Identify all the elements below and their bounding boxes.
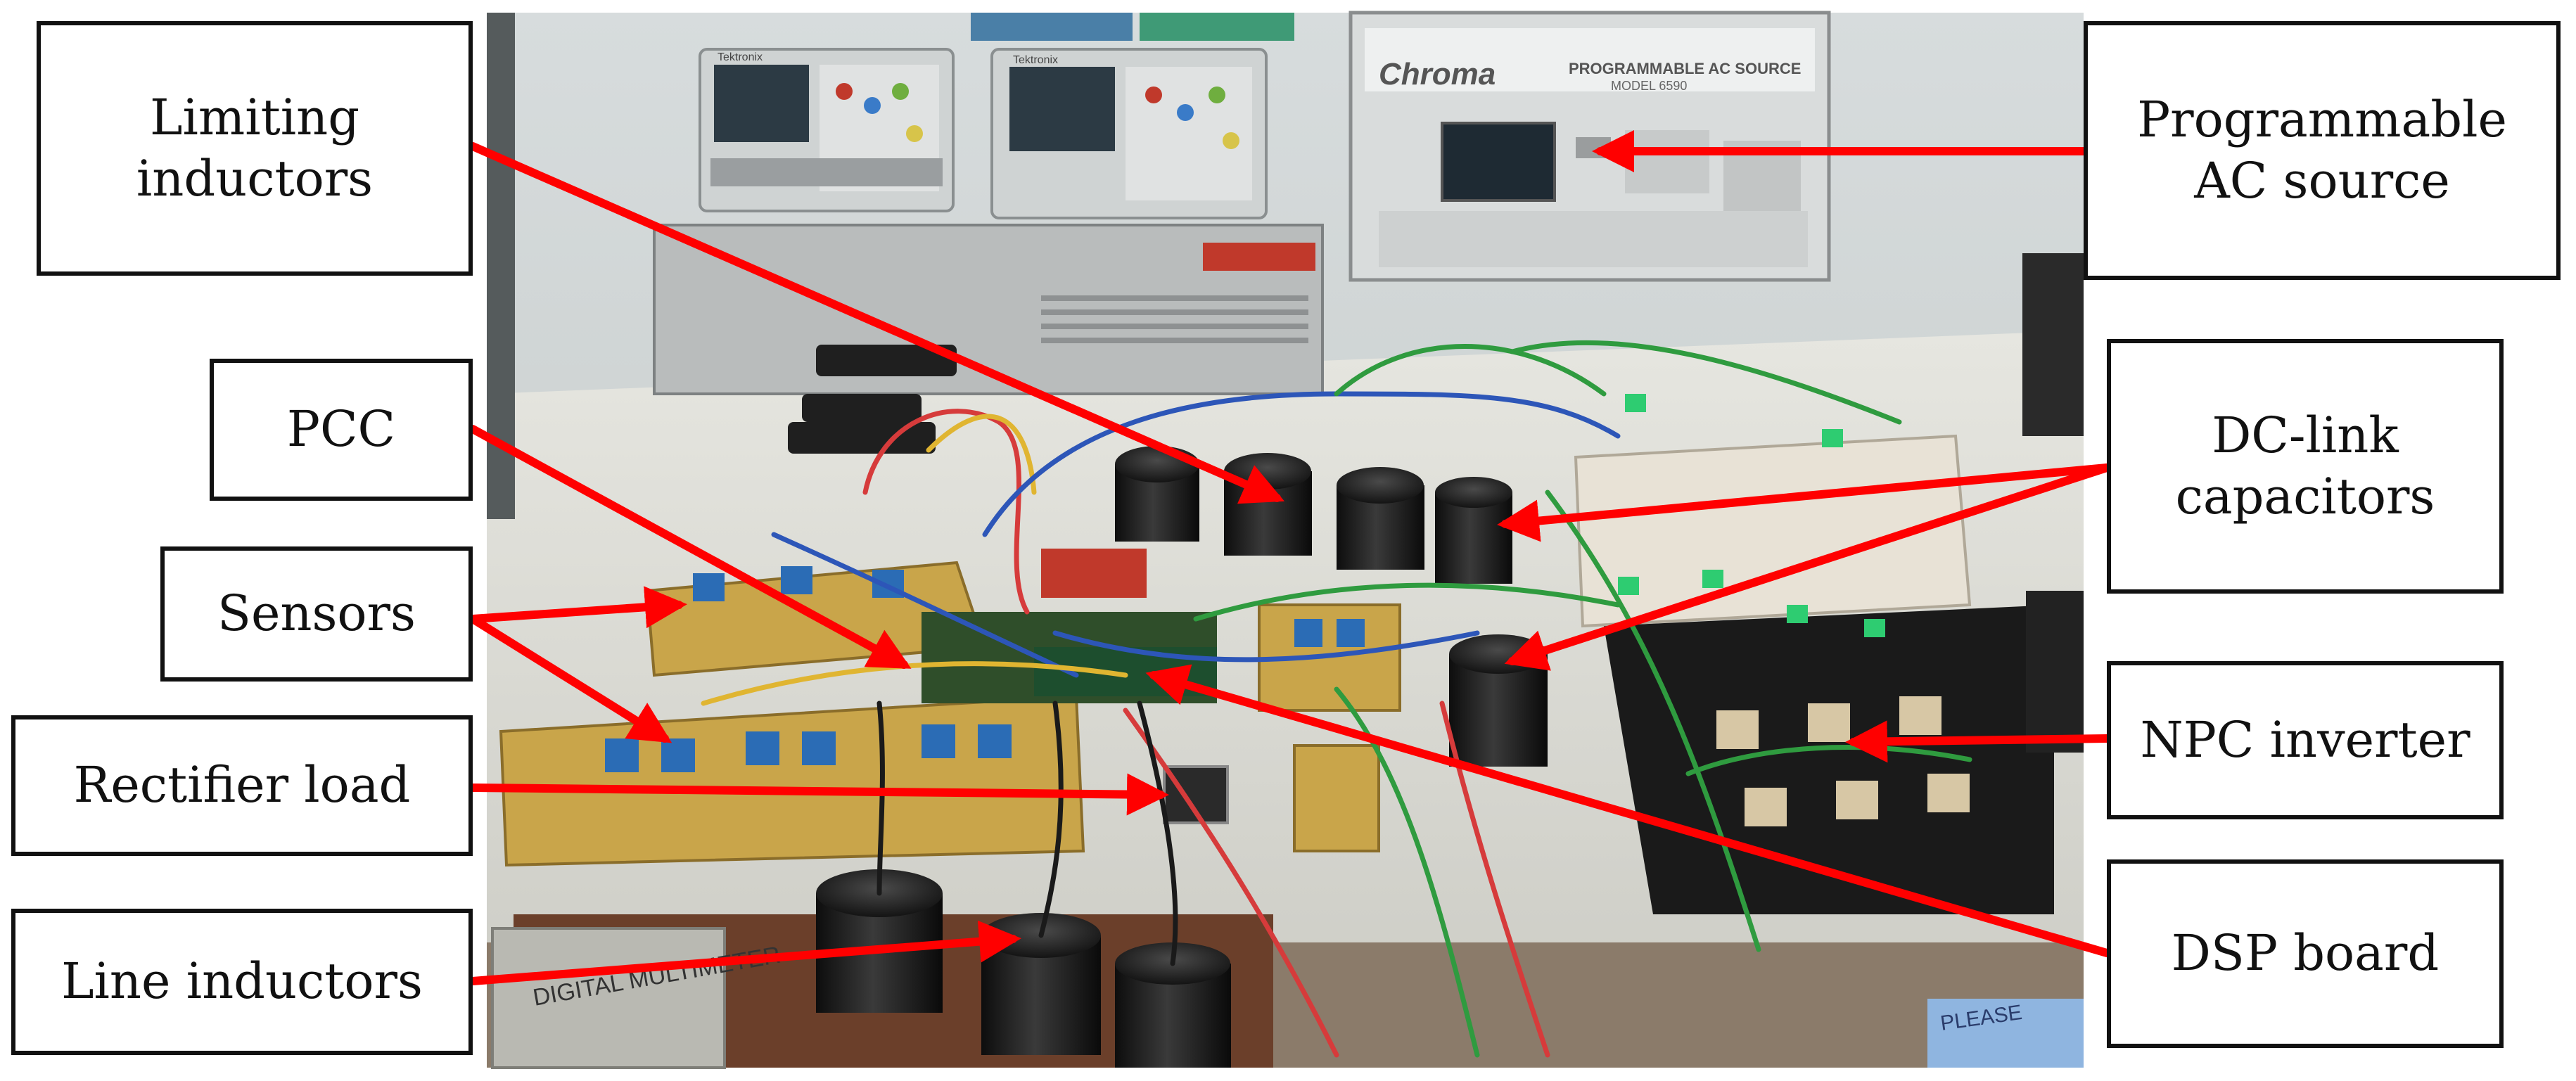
ac-source-brand: Chroma: [1379, 57, 1496, 91]
label-sensors: Sensors: [160, 546, 473, 682]
label-programmable-ac-source-line1: Programmable: [2137, 90, 2507, 148]
driver-board: [1293, 744, 1380, 852]
red-module: [1041, 549, 1147, 598]
label-limiting-inductors-line2: inductors: [136, 150, 374, 207]
label-npc-inverter-text: NPC inverter: [2140, 710, 2470, 769]
label-line-inductors-text: Line inductors: [61, 952, 423, 1011]
label-dc-link-capacitors: DC-link capacitors: [2107, 339, 2504, 594]
label-dc-link-capacitors-line2: capacitors: [2175, 468, 2435, 525]
label-pcc-text: PCC: [286, 400, 396, 459]
limiting-inductor-2: [1224, 453, 1312, 556]
label-rectifier-load: Rectifier load: [11, 715, 473, 856]
limiting-inductor-3: [1337, 467, 1424, 570]
ac-source-title: PROGRAMMABLE AC SOURCE: [1569, 60, 1801, 77]
label-limiting-inductors-line1: Limiting: [149, 88, 360, 146]
dsp-board-body: [1034, 647, 1217, 696]
label-npc-inverter: NPC inverter: [2107, 661, 2504, 819]
label-programmable-ac-source-line2: AC source: [2194, 152, 2450, 210]
dc-link-capacitor-upper: [1435, 477, 1512, 584]
limiting-inductor-1: [1115, 446, 1199, 542]
dc-link-capacitor-lower: [1449, 634, 1548, 767]
oscilloscope-brand-left: Tektronix: [718, 51, 763, 63]
oscilloscope-right: Tektronix: [990, 48, 1268, 219]
label-programmable-ac-source: Programmable AC source: [2084, 21, 2561, 280]
label-dsp-board-text: DSP board: [2171, 924, 2440, 983]
label-dsp-board: DSP board: [2107, 859, 2504, 1048]
oscilloscope-brand-right: Tektronix: [1013, 54, 1058, 66]
programmable-ac-source-unit: Chroma PROGRAMMABLE AC SOURCE MODEL 6590: [1348, 11, 1831, 282]
label-dc-link-capacitors-line1: DC-link: [2212, 406, 2399, 464]
label-sensors-text: Sensors: [217, 584, 416, 643]
label-rectifier-load-text: Rectifier load: [73, 756, 411, 814]
oscilloscope-left: Tektronix: [699, 48, 955, 212]
label-limiting-inductors: Limiting inductors: [37, 21, 473, 276]
label-line-inductors: Line inductors: [11, 909, 473, 1055]
label-pcc: PCC: [210, 359, 473, 501]
ac-source-model: MODEL 6590: [1611, 79, 1687, 93]
